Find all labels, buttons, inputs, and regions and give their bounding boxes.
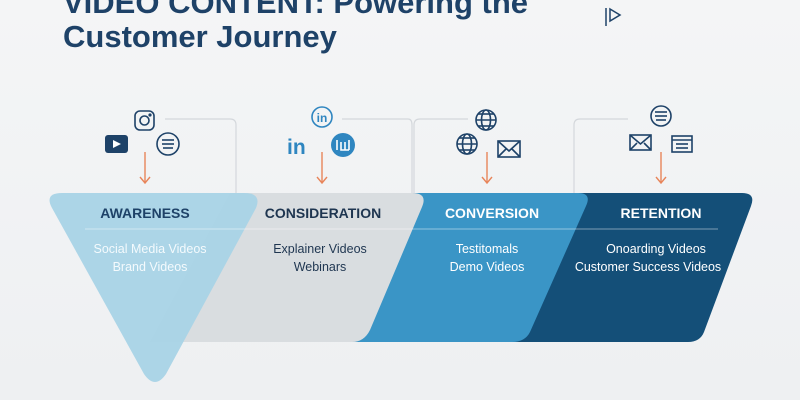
connector-lines (165, 118, 628, 193)
youtube-icon (105, 135, 128, 153)
awareness-stage-shape (49, 193, 258, 382)
browser-icon (671, 135, 693, 153)
stage-item: Explainer Videos (273, 242, 367, 256)
stage-item: Testitomals (456, 242, 519, 256)
play-icon (605, 7, 622, 26)
email-icon (629, 134, 652, 151)
stage-item: Brand Videos (113, 260, 188, 274)
linkedin-circle-icon (311, 106, 333, 128)
globe-icon (456, 133, 478, 155)
stage-label-conversion: CONVERSION (445, 205, 539, 221)
document-icon (156, 132, 180, 156)
stage-label-retention: RETENTION (621, 205, 702, 221)
stage-item: Demo Videos (450, 260, 525, 274)
arrow-down-icon (655, 152, 667, 185)
stage-item: Social Media Videos (93, 242, 206, 256)
linkedin-circle-glyph: in (317, 111, 328, 125)
svg-text:in: in (287, 136, 306, 159)
globe-icon (475, 109, 497, 131)
email-icon (497, 140, 521, 158)
stage-item: Customer Success Videos (575, 260, 721, 274)
title-line-2: Customer Journey (63, 19, 337, 54)
linkedin-icon: in (287, 136, 306, 159)
stage-item: Onoarding Videos (606, 242, 706, 256)
title-line-1: VIDEO CONTENT: Powering the (63, 0, 529, 20)
arrow-down-icon (316, 152, 328, 185)
stage-label-consideration: CONSIDERATION (265, 205, 381, 221)
stage-item: Webinars (294, 260, 347, 274)
arrow-down-icon (139, 152, 151, 185)
document-icon (650, 105, 672, 127)
instagram-icon (134, 110, 155, 131)
webinar-icon (331, 133, 355, 157)
stage-label-awareness: AWARENESS (100, 205, 189, 221)
arrow-down-icon (481, 152, 493, 185)
